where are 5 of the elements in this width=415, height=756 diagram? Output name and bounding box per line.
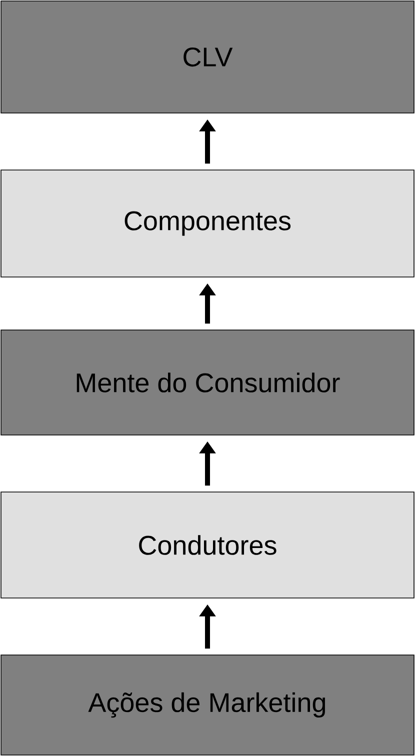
process-box: CLV <box>0 0 414 114</box>
process-box: Componentes <box>0 170 414 278</box>
process-box: Condutores <box>0 492 414 598</box>
process-box: Mente do Consumidor <box>0 330 414 436</box>
process-box: Ações de Marketing <box>0 654 414 756</box>
